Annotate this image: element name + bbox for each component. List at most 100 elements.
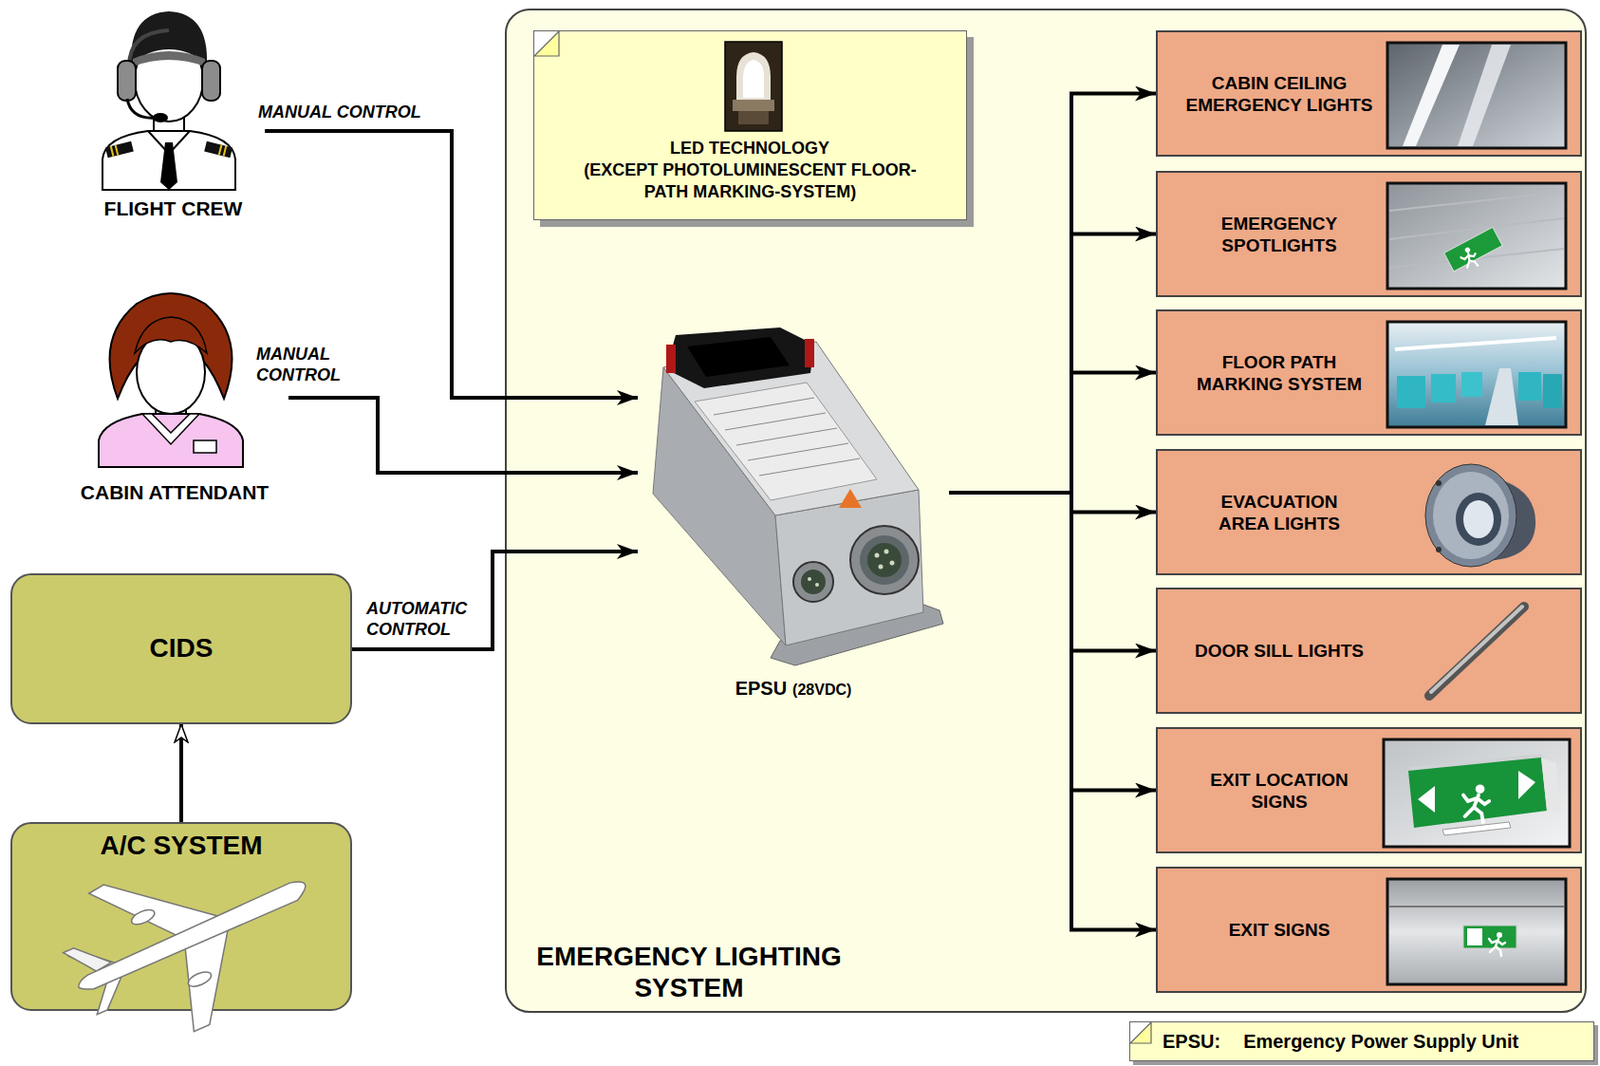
illustration-part [1435,546,1442,553]
illustration-part [1460,250,1481,271]
illustration-part [1485,368,1519,426]
illustration-part [743,59,764,98]
illustration-part [1387,321,1566,428]
pilot-illustration [81,3,258,230]
illustration-part [807,576,812,581]
text-slot: (EXCEPT PHOTOLUMINESCENT FLOOR-PATH MARK… [578,159,922,204]
light-box: FLOOR PATH MARKING SYSTEM [1155,309,1582,436]
light-illustration [1157,728,1584,856]
illustration-part [850,525,919,595]
illustration-part [98,413,243,467]
illustration-part [838,488,862,508]
node-label: (EXCEPT PHOTOLUMINESCENT FLOOR-PATH MARK… [578,159,922,204]
illustration-part [747,443,849,461]
light-box: CABIN CEILING EMERGENCY LIGHTS [1155,30,1582,157]
text-slot: EVACUATION AREA LIGHTS [1193,490,1365,535]
illustration-part [1488,938,1506,956]
illustration-part [1457,44,1511,147]
illustration-part [725,41,782,131]
light-box: DOOR SILL LIGHTS [1155,587,1582,714]
illustration-part [867,542,902,577]
illustration-part [1402,44,1460,147]
illustration-part [204,141,233,158]
illustration-part [1431,606,1523,692]
illustration-part [1383,739,1570,847]
illustration-part [1408,757,1547,828]
illustration-part [223,146,227,157]
illustration-part [160,142,178,190]
illustration-part [793,561,834,602]
node-label: FLOOR PATH MARKING SYSTEM [1182,351,1377,395]
illustration-part [74,876,310,996]
illustration-part [800,569,826,595]
system-box: CIDS [10,573,353,725]
node-label: CABIN ATTENDANT [60,480,289,504]
illustration-part [1444,226,1504,272]
illustration-part [152,112,168,123]
text-slot: LED TECHNOLOGY [534,137,966,160]
node-label: A/C SYSTEM [12,829,351,862]
abbreviation-meaning: Emergency Power Supply Unit [1243,1029,1519,1053]
illustration-part [111,146,114,157]
illustration-part [534,31,559,56]
illustration-part [878,564,884,570]
illustration-part [1496,931,1503,938]
text-slot: EXIT LOCATION SIGNS [1198,768,1360,813]
edge-label: MANUAL CONTROL [256,102,424,124]
illustration-part [1464,246,1471,254]
illustration-part [117,60,136,101]
illustration-part [725,412,826,430]
light-illustration [1157,868,1584,995]
node-label: CIDS [12,632,351,665]
abbreviation: EPSU: [1162,1029,1221,1053]
text-slot: EXIT SIGNS [1165,918,1394,941]
illustration-part [1387,183,1566,289]
illustration-part [713,397,815,415]
illustration-part [890,560,895,566]
abbreviation-note: EPSU: Emergency Power Supply Unit [1129,1021,1595,1061]
illustration-part [874,553,880,559]
illustration-part [1429,606,1525,696]
illustration-part [884,549,890,555]
node-label: DOOR SILL LIGHTS [1165,639,1394,662]
text-slot: CABIN ATTENDANT [60,480,289,504]
illustration-part [1518,372,1542,401]
node-label: EMERGENCY LIGHTING SYSTEM [513,940,865,1004]
attendant-illustration [60,280,281,509]
illustration-part [1425,464,1517,567]
illustration-part [1396,375,1426,409]
unit-name: EPSU [735,677,787,699]
illustration-part [804,338,815,368]
illustration-part [105,141,134,158]
person-figure: CABIN ATTENDANT [60,280,289,509]
illustration-part [1475,783,1486,794]
node-label: EVACUATION AREA LIGHTS [1193,490,1365,535]
illustration-part [1435,480,1442,486]
illustration-part [1488,931,1506,956]
illustration-part [1463,925,1517,949]
text-slot: A/C SYSTEM [12,829,351,862]
power-unit: EPSU (28VDC) [637,327,949,717]
illustration-part [1463,795,1489,823]
illustration-part [1389,905,1564,908]
illustration-part [1541,757,1561,813]
illustration-part [815,582,819,587]
unit-voltage: (28VDC) [792,681,852,698]
illustration-part [193,440,217,453]
illustration-part [1518,770,1536,800]
illustration-part [1467,928,1483,946]
illustration-part [129,906,157,928]
illustration-part [1463,500,1494,539]
illustration-part [687,336,790,377]
node-label: EXIT SIGNS [1165,918,1394,941]
text-slot: EMERGENCY LIGHTING SYSTEM [513,940,865,1004]
light-box: EXIT LOCATION SIGNS [1155,726,1582,854]
light-box: EMERGENCY SPOTLIGHTS [1155,170,1582,298]
text-slot: AUTOMATIC CONTROL [364,597,486,640]
illustration-part [202,60,221,101]
text-slot: CABIN CEILING EMERGENCY LIGHTS [1174,72,1384,116]
illustration-part [1431,373,1456,403]
connector [179,724,184,822]
illustration-part [204,141,233,158]
illustration-part [1130,1022,1152,1043]
